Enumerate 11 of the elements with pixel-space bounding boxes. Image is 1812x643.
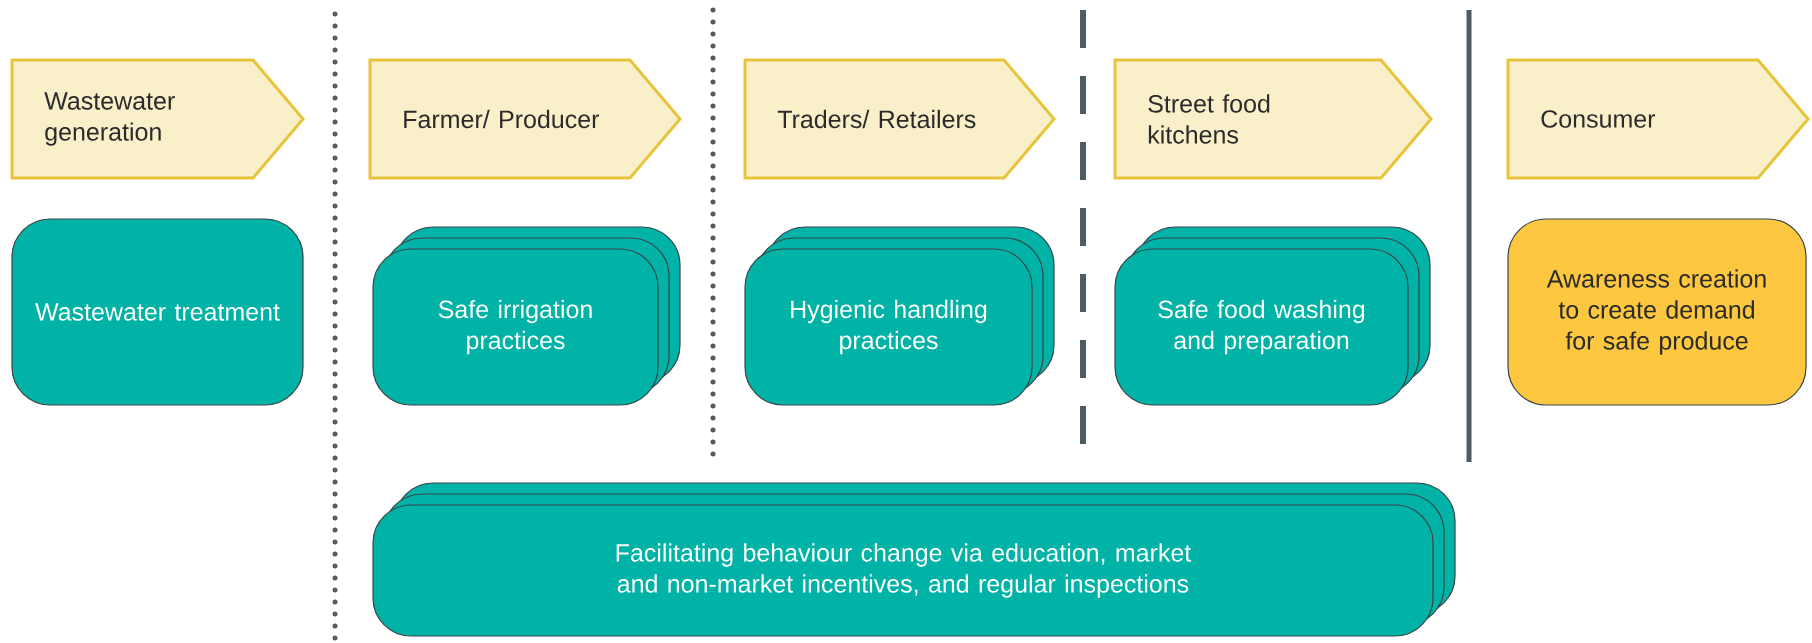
stacked-practice-box: Facilitating behaviour change via education, market and non-market incentives, and regular inspections — [372, 482, 1456, 637]
chevron-banner: Wastewater generation — [10, 58, 305, 180]
chevron-banner: Traders/ Retailers — [743, 58, 1056, 180]
stacked-practice-box: Hygienic handling practices — [744, 226, 1055, 406]
stacked-practice-box: Safe irrigation practices — [372, 226, 681, 406]
chevron-banner: Farmer/ Producer — [368, 58, 682, 180]
chevron-banner: Consumer — [1506, 58, 1810, 180]
practice-box: Wastewater treatment — [11, 218, 304, 406]
chevron-banner: Street food kitchens — [1113, 58, 1433, 180]
stacked-practice-box: Safe food washing and preparation — [1114, 226, 1431, 406]
awareness-box: Awareness creation to create demand for safe produce — [1507, 218, 1807, 406]
